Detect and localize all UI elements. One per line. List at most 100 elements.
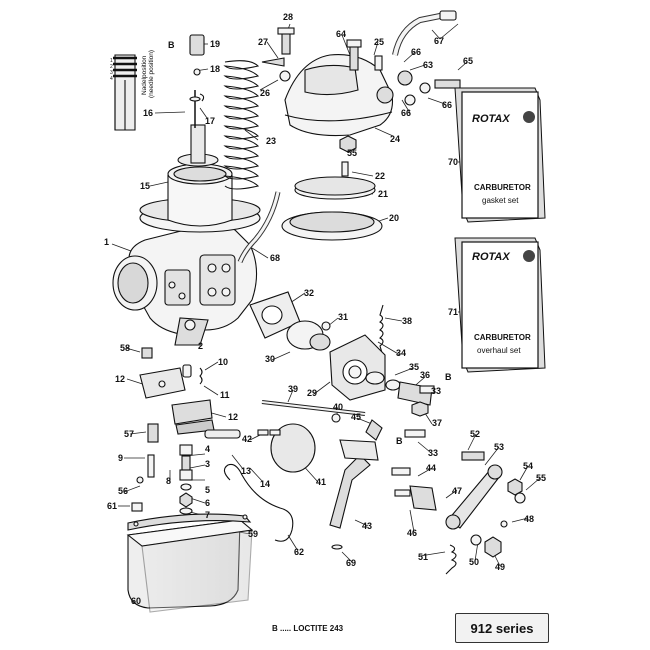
gasket-book-brand: ROTAX (472, 113, 510, 125)
part-number: 35 (409, 362, 419, 372)
needle-pos-1: 1 (110, 58, 113, 64)
part-number: 9 (118, 453, 123, 463)
part-number: 45 (351, 412, 361, 422)
overhaul-set-book: ROTAX CARBURETOR overhaul set (454, 237, 546, 373)
loctite-mark: B (168, 40, 175, 50)
part-number: 58 (120, 343, 130, 353)
loctite-mark: B (445, 372, 452, 382)
part-number: 37 (432, 418, 442, 428)
carburetor-body (128, 224, 258, 335)
part-number: 32 (304, 288, 314, 298)
loctite-legend: B ..... LOCTITE 243 (272, 624, 344, 633)
part-number: 66 (401, 108, 411, 118)
part-number: 12 (115, 374, 125, 384)
part-number: 1 (104, 237, 109, 247)
part-number: 38 (402, 316, 412, 326)
part-number: 20 (389, 213, 399, 223)
part-number: 16 (143, 108, 153, 118)
part-number: 62 (294, 547, 304, 557)
part-number: 66 (442, 100, 452, 110)
part-number: 64 (336, 29, 346, 39)
part-number: 31 (338, 312, 348, 322)
part-number: 8 (166, 476, 171, 486)
loctite-mark: B (396, 436, 403, 446)
part-number: 68 (270, 253, 280, 263)
part-number: 18 (210, 64, 220, 74)
part-number: 24 (390, 134, 400, 144)
part-number: 55 (536, 473, 546, 483)
part-number: 50 (469, 557, 479, 567)
part-number: 61 (107, 501, 117, 511)
part-number: 71 (448, 307, 458, 317)
needle-pos-2: 2 (110, 64, 113, 70)
part-number: 55 (347, 148, 357, 158)
part-number: 26 (260, 88, 270, 98)
part-number: 57 (124, 429, 134, 439)
part-number: 33 (431, 386, 441, 396)
part-number: 14 (260, 479, 270, 489)
part-number: 53 (494, 442, 504, 452)
part-number: 69 (346, 558, 356, 568)
part-number: 10 (218, 357, 228, 367)
part-number: 29 (307, 388, 317, 398)
part-number: 4 (205, 444, 210, 454)
part-number: 67 (434, 36, 444, 46)
needle-pos-4: 4 (110, 76, 113, 82)
part-number: 13 (241, 466, 251, 476)
gasket-book-title: CARBURETOR (474, 183, 531, 192)
part-number: 12 (228, 412, 238, 422)
part-number: 46 (407, 528, 417, 538)
part-number: 6 (205, 498, 210, 508)
needle-position-marks: 1 2 3 4 (110, 58, 113, 82)
part-number: 44 (426, 463, 436, 473)
part-number: 27 (258, 37, 268, 47)
part-number: 43 (362, 521, 372, 531)
part-number: 25 (374, 37, 384, 47)
part-number: 60 (131, 596, 141, 606)
part-number: 70 (448, 157, 458, 167)
parts-drawing (112, 10, 526, 613)
part-number: 54 (523, 461, 533, 471)
part-number: 30 (265, 354, 275, 364)
part-number: 36 (420, 370, 430, 380)
part-number: 56 (118, 486, 128, 496)
part-number: 3 (205, 459, 210, 469)
needle-pos-3: 3 (110, 70, 113, 76)
part-number: 59 (248, 529, 258, 539)
part-number: 66 (411, 47, 421, 57)
part-number: 22 (375, 171, 385, 181)
part-number: 23 (266, 136, 276, 146)
overhaul-book-brand: ROTAX (472, 251, 510, 263)
part-number: 40 (333, 402, 343, 412)
part-number: 51 (418, 552, 428, 562)
part-number: 17 (205, 116, 215, 126)
needle-note-line1: Nadelposition (141, 55, 148, 95)
part-number: 15 (140, 181, 150, 191)
needle-note-line2: (needle position) (148, 50, 155, 98)
part-number: 28 (283, 12, 293, 22)
part-number: 33 (428, 448, 438, 458)
gasket-set-book: ROTAX CARBURETOR gasket set (454, 87, 546, 223)
series-badge: 912 series (455, 613, 549, 643)
part-number: 11 (220, 390, 230, 400)
overhaul-book-title: CARBURETOR (474, 333, 531, 342)
part-number: 52 (470, 429, 480, 439)
part-number-callouts: 1 2 3 4 5 6 7 8 9 10 11 12 12 13 14 15 1… (104, 12, 546, 606)
part-number: 42 (242, 434, 252, 444)
part-number: 49 (495, 562, 505, 572)
part-number: 21 (378, 189, 388, 199)
overhaul-book-subtitle: overhaul set (477, 346, 521, 355)
part-number: 2 (198, 341, 203, 351)
part-number: 39 (288, 384, 298, 394)
part-number: 34 (396, 348, 406, 358)
part-number: 47 (452, 486, 462, 496)
part-number: 41 (316, 477, 326, 487)
part-number: 48 (524, 514, 534, 524)
gasket-book-subtitle: gasket set (482, 196, 519, 205)
part-number: 65 (463, 56, 473, 66)
part-number: 19 (210, 39, 220, 49)
part-number: 63 (423, 60, 433, 70)
part-number: 5 (205, 485, 210, 495)
